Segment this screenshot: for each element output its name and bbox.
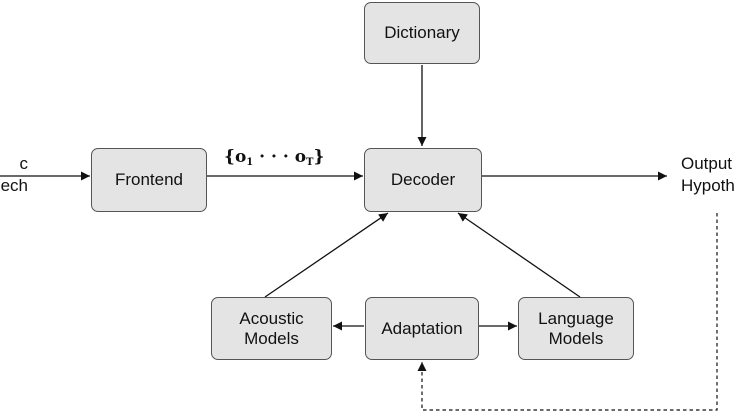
seq-ellipsis: · · · — [259, 147, 289, 167]
input-speech-label: c ech — [0, 153, 28, 197]
adaptation-box: Adaptation — [365, 297, 479, 360]
acoustic-models-box: Acoustic Models — [211, 297, 332, 360]
seq-last-symbol: o — [294, 147, 307, 167]
output-hypothesis-label: Output Hypoth — [681, 153, 735, 197]
input-label-line-1: c — [19, 154, 29, 173]
seq-close-brace: } — [313, 147, 325, 167]
acoustic-label-line-2: Models — [244, 328, 299, 348]
acoustic-models-text: Acoustic Models — [239, 309, 303, 349]
language-to-decoder-arrow — [457, 212, 581, 298]
output-label-line-2: Hypoth — [681, 176, 735, 195]
frontend-label: Frontend — [114, 170, 184, 189]
adaptation-label: Adaptation — [381, 318, 463, 338]
seq-last-subscript: T — [306, 157, 314, 168]
acoustic-label-line-1: Acoustic — [239, 308, 304, 328]
dictionary-label: Dictionary — [384, 23, 460, 42]
seq-first-subscript: 1 — [246, 157, 254, 168]
observation-sequence-label: {o1 · · · oT} — [224, 147, 324, 168]
input-label-line-2: ech — [0, 176, 28, 195]
decoder-box: Decoder — [364, 148, 482, 212]
dictionary-box: Dictionary — [364, 2, 480, 64]
feedback-dashed-arrow — [417, 213, 718, 411]
language-label-line-1: Language — [538, 308, 614, 328]
frontend-box: Frontend — [91, 148, 207, 212]
decoder-label: Decoder — [390, 170, 456, 189]
language-models-text: Language Models — [538, 309, 614, 349]
seq-first-symbol: o — [234, 147, 247, 167]
output-label-line-1: Output — [681, 154, 733, 173]
seq-open-brace: { — [224, 147, 235, 167]
language-models-box: Language Models — [518, 297, 634, 360]
acoustic-to-decoder-arrow — [264, 212, 389, 298]
language-label-line-2: Models — [548, 328, 604, 348]
